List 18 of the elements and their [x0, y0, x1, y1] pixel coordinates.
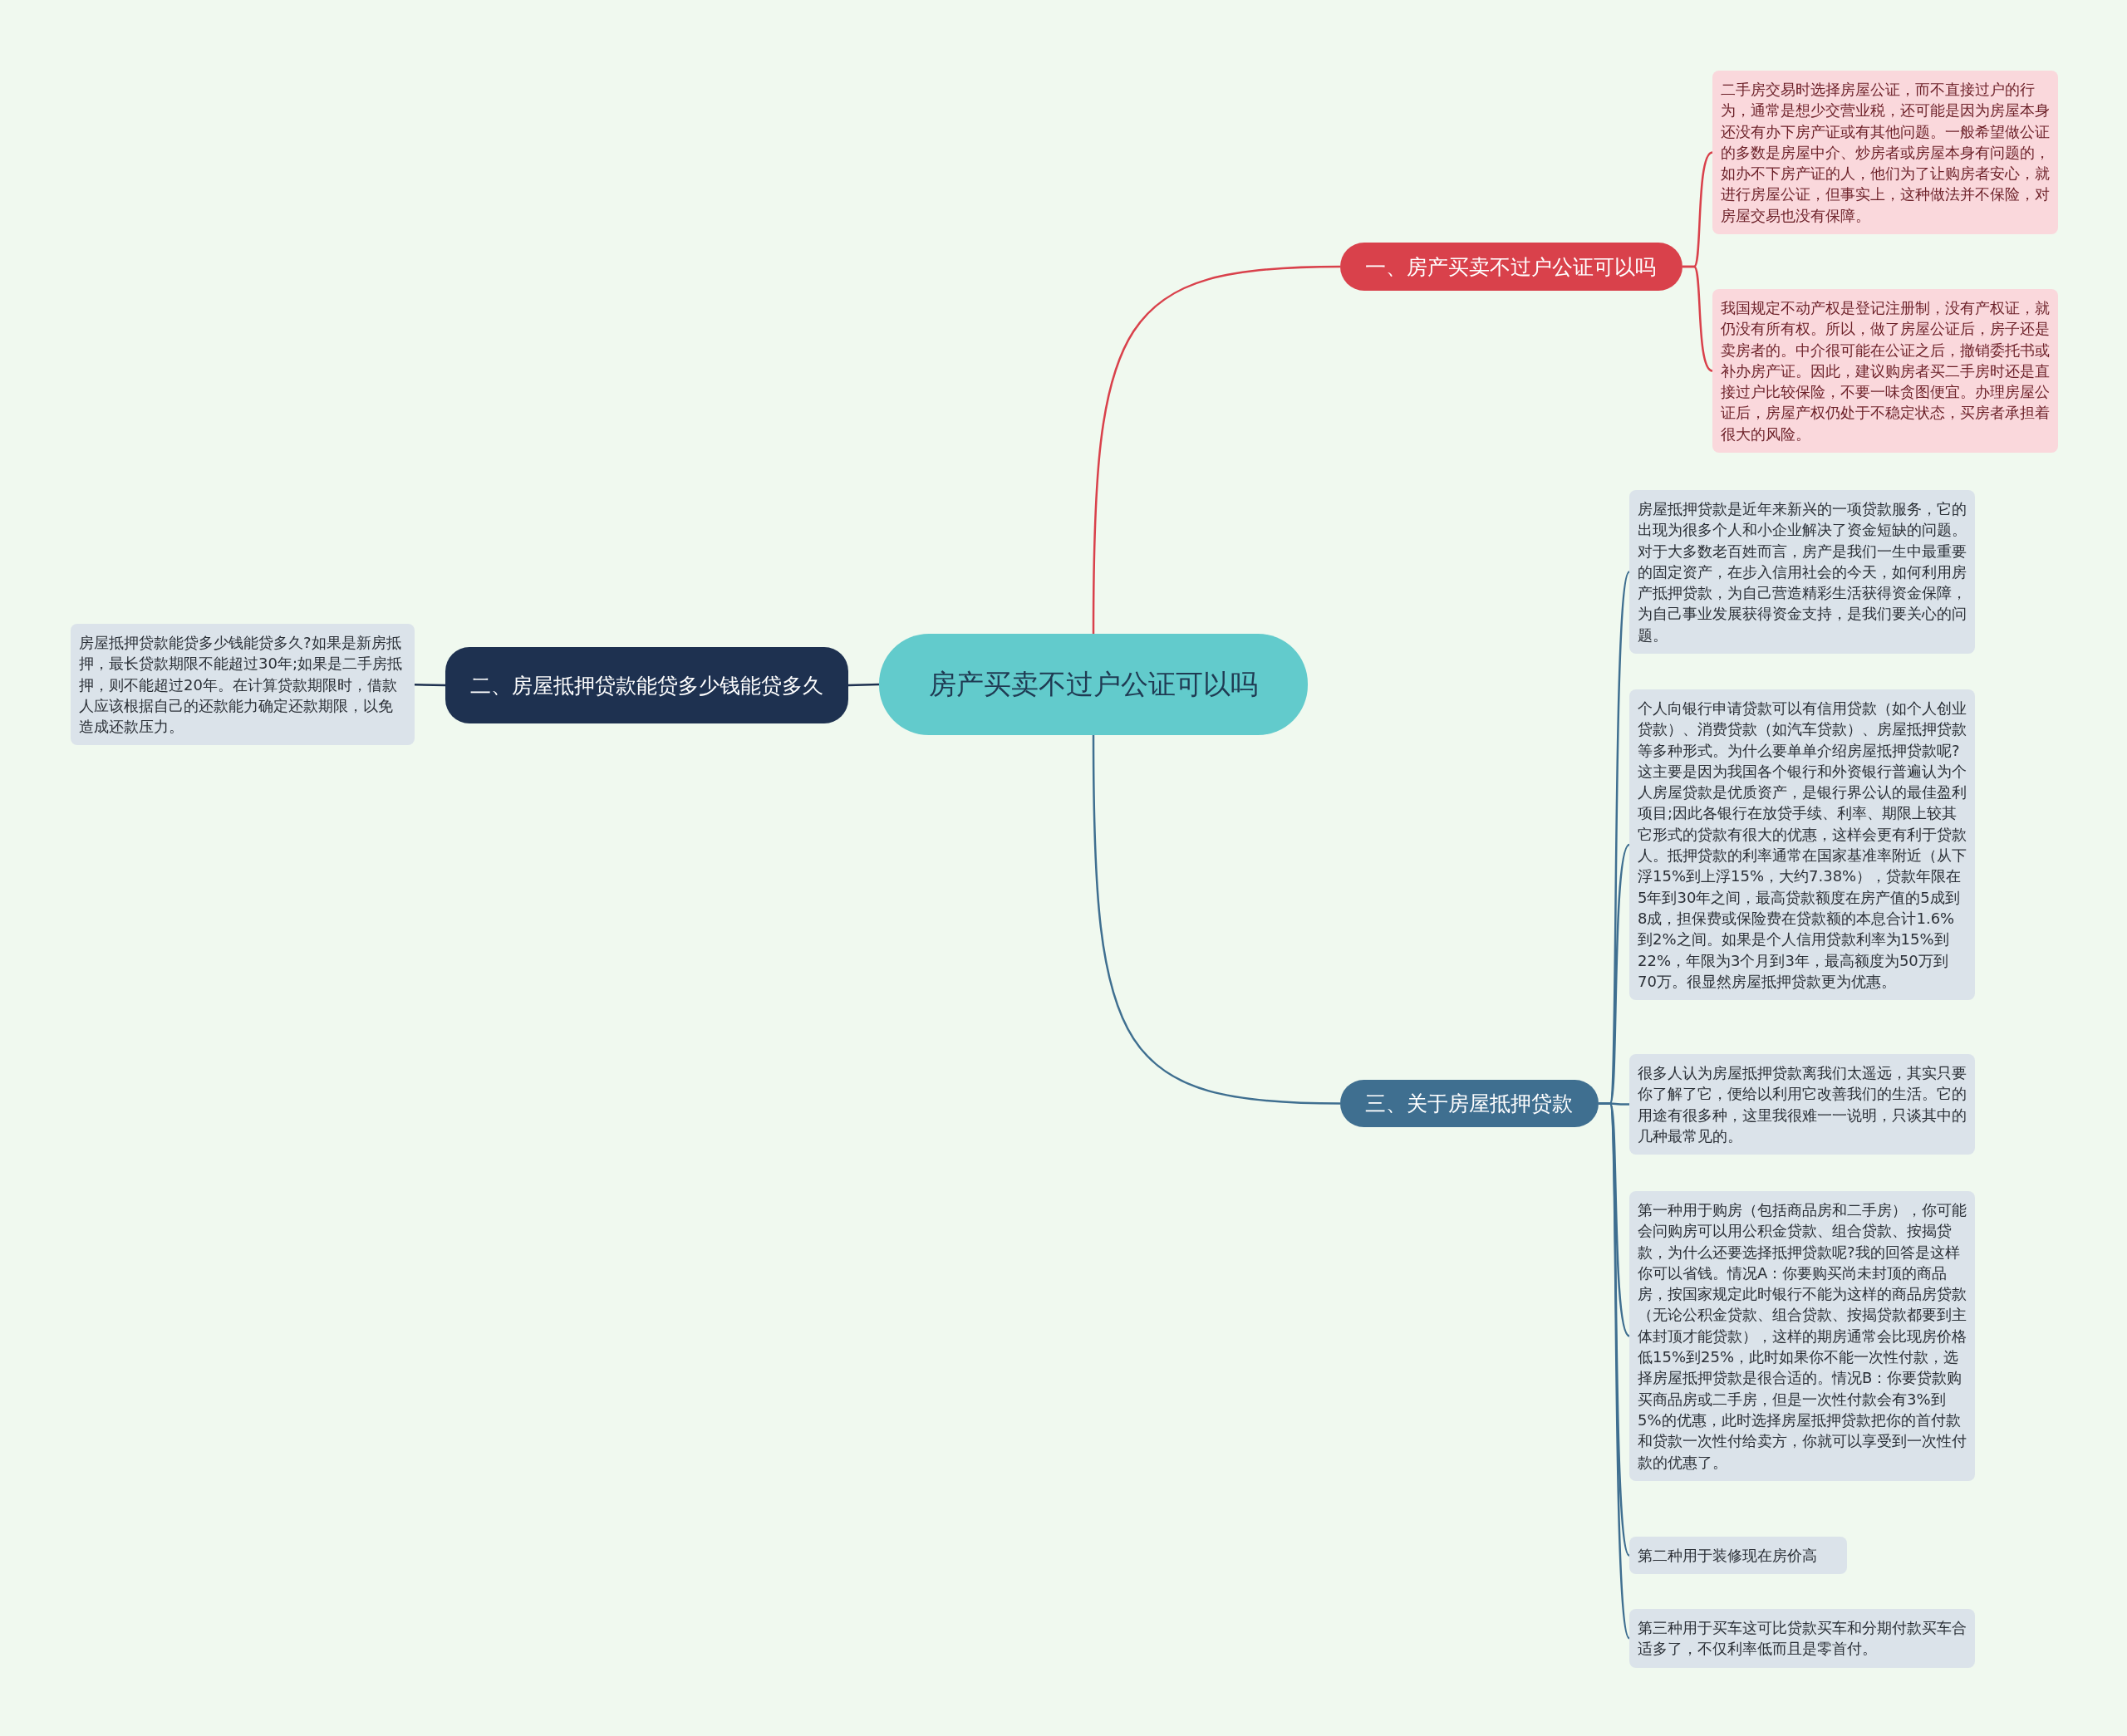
note-box: 房屋抵押贷款是近年来新兴的一项贷款服务，它的出现为很多个人和小企业解决了资金短缺的问题。对于大多数老百姓而言，房产是我们一生中最重要的固定资产，在步入信用社会的今天，如何利用房产抵押贷款，为自己营造精彩生活获得资金保障，为自己事业发展获得资金支持，是我们要关心的问题。 [1629, 490, 1975, 655]
note-box: 二手房交易时选择房屋公证，而不直接过户的行为，通常是想少交营业税，还可能是因为房屋本身还没有办下房产证或有其他问题。一般希望做公证的多数是房屋中介、炒房者或房屋本身有问题的，如办不下房产证的人，他们为了让购房者安心，就进行房屋公证，但事实上，这种做法并不保险，对房屋交易也没有保障。 [1712, 71, 2058, 235]
note-box: 我国规定不动产权是登记注册制，没有产权证，就仍没有所有权。所以，做了房屋公证后，房子还是卖房者的。中介很可能在公证之后，撤销委托书或补办房产证。因此，建议购房者买二手房时还是直接过户比较保险，不要一味贪图便宜。办理房屋公证后，房屋产权仍处于不稳定状态，买房者承担着很大的风险。 [1712, 289, 2058, 454]
connector-line [1092, 265, 1341, 634]
central-topic-box: 房产买卖不过户公证可以吗 [879, 634, 1308, 735]
connector-line [847, 683, 880, 687]
note-box: 第一种用于购房（包括商品房和二手房），你可能会问购房可以用公积金贷款、组合贷款、按揭贷款，为什么还要选择抵押贷款呢?我的回答是这样你可以省钱。情况A：你要购买尚未封顶的商品房，按国家规定此时银行不能为这样的商品房贷款（无论公积金贷款、组合贷款、按揭贷款都要到主体封顶才能贷款），这样的期房通常会比现房价格低15%到25%，此时如果你不能一次性付款，选择房屋抵押贷款是很合适的。情况B：你要贷款购买商品房或二手房，但是一次性付款会有3%到5%的优惠，此时选择房屋抵押贷款把你的首付款和贷款一次性付给卖方，你就可以享受到一次性付款的优惠了。 [1629, 1191, 1975, 1481]
topic-box: 二、房屋抵押贷款能贷多少钱能贷多久 [445, 647, 848, 723]
topic-box: 三、关于房屋抵押贷款 [1340, 1080, 1599, 1127]
topic-box: 一、房产买卖不过户公证可以吗 [1340, 243, 1682, 291]
note-box: 第三种用于买车这可比贷款买车和分期付款买车合适多了，不仅利率低而且是零首付。 [1629, 1609, 1975, 1668]
note-box: 第二种用于装修现在房价高 [1629, 1537, 1847, 1575]
connector-line [1682, 265, 1713, 372]
note-box: 很多人认为房屋抵押贷款离我们太遥远，其实只要你了解了它，便给以利用它改善我们的生活。它的用途有很多种，这里我很难一一说明，只谈其中的几种最常见的。 [1629, 1054, 1975, 1155]
note-box: 房屋抵押贷款能贷多少钱能贷多久?如果是新房抵押，最长贷款期限不能超过30年;如果是二手房抵押，则不能超过20年。在计算贷款期限时，借款人应该根据自己的还款能力确定还款期限，以免造成还款压力。 [71, 624, 415, 746]
connector-line [1092, 735, 1341, 1105]
note-box: 个人向银行申请贷款可以有信用贷款（如个人创业贷款）、消费贷款（如汽车贷款）、房屋抵押贷款等多种形式。为什么要单单介绍房屋抵押贷款呢?这主要是因为我国各个银行和外资银行普遍认为个人房屋贷款是优质资产，是银行界公认的最佳盈利项目;因此各银行在放贷手续、利率、期限上较其它形式的贷款有很大的优惠，这样会更有利于贷款人。抵押贷款的利率通常在国家基准率附近（从下浮15%到上浮15%，大约7.38%），贷款年限在5年到30年之间，最高贷款额度在房产值的5成到8成，担保费或保险费在贷款额的本息合计1.6%到2%之间。如果是个人信用贷款利率为15%到22%，年限为3个月到3年，最高额度为50万到70万。很显然房屋抵押贷款更为优惠。 [1629, 689, 1975, 1001]
connector-line [414, 684, 446, 687]
